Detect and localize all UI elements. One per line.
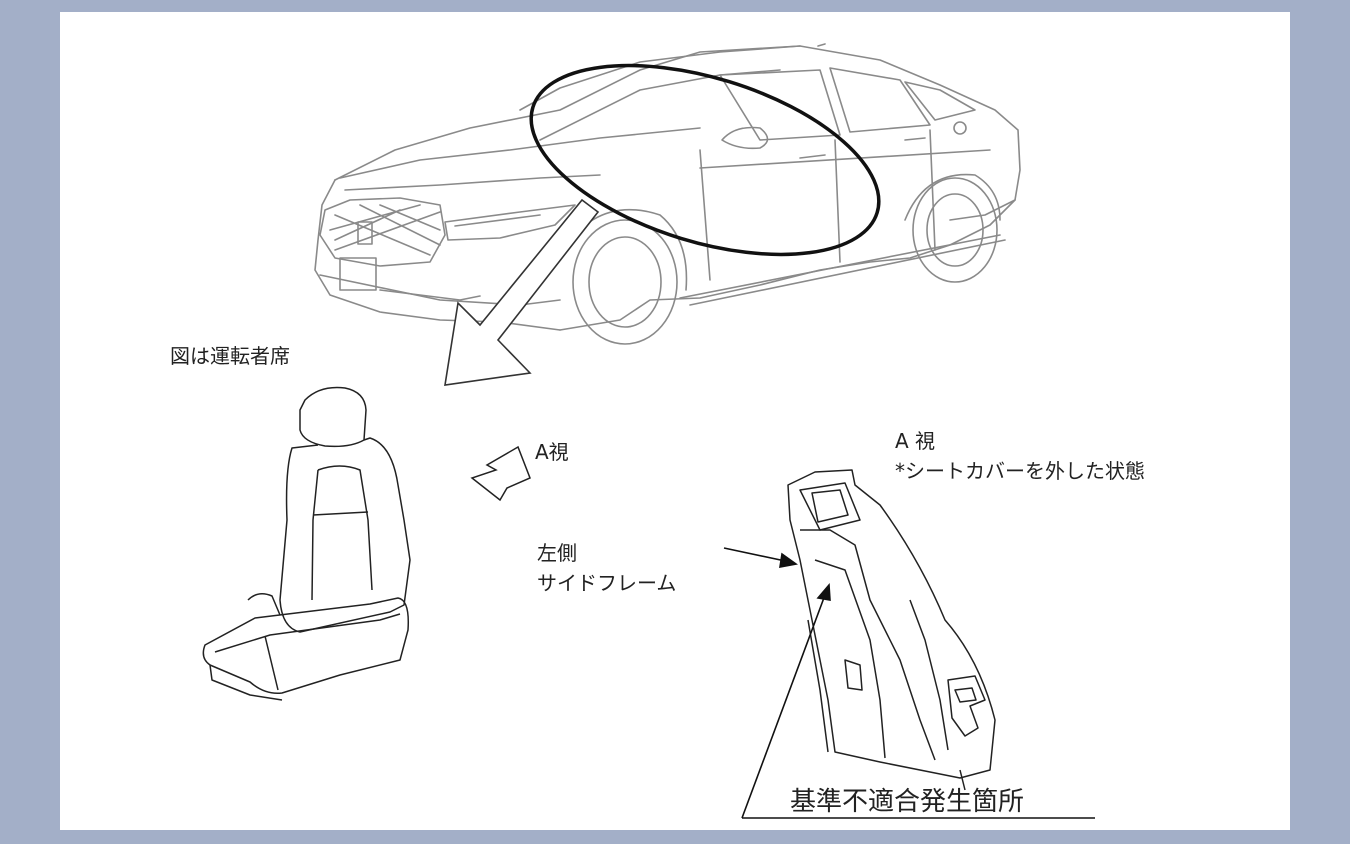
seat-caption: 図は運転者席 bbox=[170, 344, 290, 368]
part-label-line2: サイドフレーム bbox=[537, 571, 677, 595]
side-frame-illustration bbox=[787, 469, 996, 791]
big-arrow bbox=[444, 198, 600, 386]
highlight-ellipse bbox=[529, 63, 881, 257]
part-label-line1: 左側 bbox=[537, 541, 577, 565]
view-arrow-label: A視 bbox=[535, 440, 569, 464]
diagram-panel bbox=[60, 12, 1290, 830]
pointer-arrows bbox=[723, 547, 1095, 819]
view-title: A 視 bbox=[895, 429, 936, 453]
seat-illustration bbox=[202, 386, 411, 701]
view-note: *シートカバーを外した状態 bbox=[895, 459, 1145, 483]
defect-location-label: 基準不適合発生箇所 bbox=[790, 787, 1025, 817]
car-illustration bbox=[314, 43, 1021, 345]
view-arrow bbox=[470, 445, 531, 502]
